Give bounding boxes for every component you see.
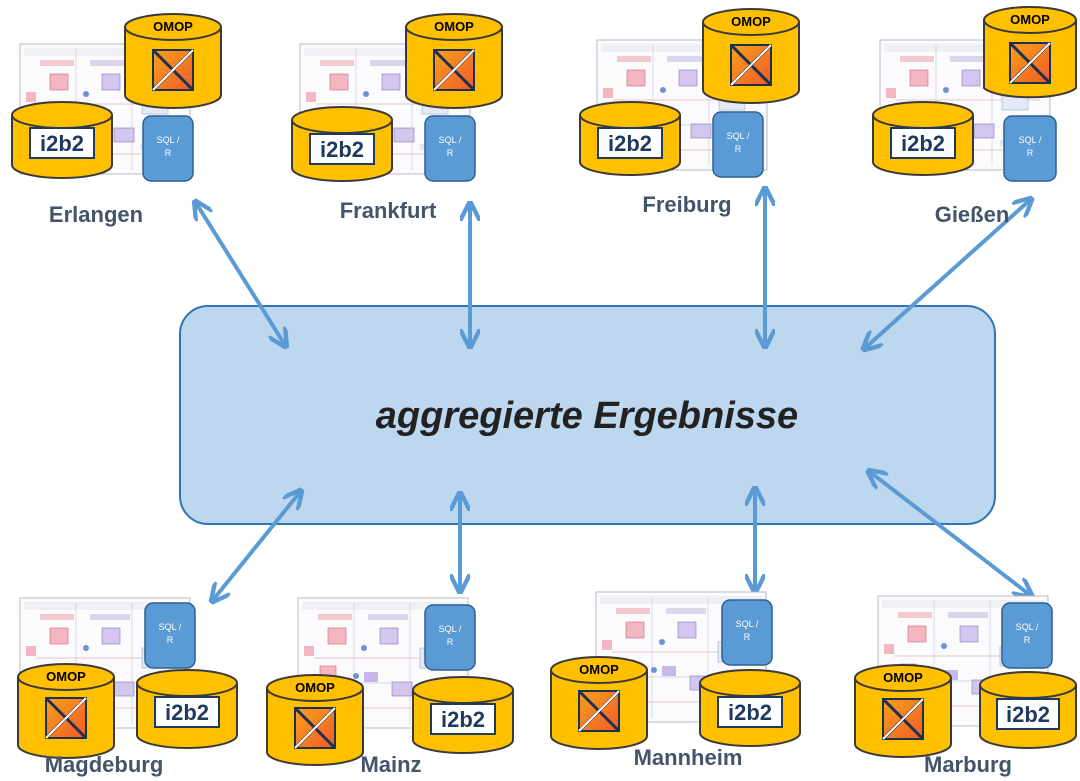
sql-label: SQL /	[157, 135, 180, 145]
r-label: R	[1024, 635, 1031, 645]
i2b2-label: i2b2	[441, 707, 485, 732]
sql-r-box: SQL / R	[1001, 602, 1053, 669]
site-freiburg: OMOP i2b2 SQL / R Freiburg	[579, 8, 800, 217]
omop-database: OMOP	[17, 663, 115, 759]
site-label-erlangen: Erlangen	[49, 202, 143, 227]
i2b2-database: i2b2	[11, 101, 113, 179]
i2b2-database: i2b2	[872, 101, 974, 176]
omop-logo-icon	[577, 689, 621, 733]
omop-label: OMOP	[731, 14, 771, 29]
omop-label: OMOP	[1010, 12, 1050, 27]
i2b2-database: i2b2	[136, 669, 238, 749]
omop-label: OMOP	[295, 680, 335, 695]
sql-label: SQL /	[1016, 622, 1039, 632]
aggregated-results-box	[179, 305, 996, 525]
i2b2-database: i2b2	[699, 669, 801, 747]
omop-logo-icon	[729, 43, 773, 87]
arrow-erlangen	[196, 203, 285, 345]
site-label-giessen: Gießen	[935, 202, 1010, 227]
i2b2-database: i2b2	[979, 671, 1077, 749]
r-label: R	[744, 632, 751, 642]
sql-label: SQL /	[736, 619, 759, 629]
site-giessen: OMOP i2b2 SQL / R Gießen	[872, 6, 1077, 227]
site-label-magdeburg: Magdeburg	[45, 752, 164, 777]
site-label-mainz: Mainz	[360, 752, 421, 777]
omop-logo-icon	[293, 706, 337, 750]
sql-label: SQL /	[159, 622, 182, 632]
sql-r-box: SQL / R	[712, 111, 764, 178]
site-marburg: SQL / R OMOP i2b2 Marburg	[854, 595, 1077, 777]
r-label: R	[735, 144, 742, 154]
sql-r-box: SQL / R	[424, 604, 476, 671]
omop-logo-icon	[44, 696, 88, 740]
site-label-marburg: Marburg	[924, 752, 1012, 777]
omop-label: OMOP	[579, 662, 619, 677]
sql-label: SQL /	[1019, 135, 1042, 145]
site-label-mannheim: Mannheim	[634, 745, 743, 770]
i2b2-database: i2b2	[291, 106, 393, 182]
r-label: R	[447, 637, 454, 647]
omop-database: OMOP	[405, 13, 503, 109]
sql-r-box: SQL / R	[1003, 115, 1057, 182]
sql-r-box: SQL / R	[142, 115, 194, 182]
sql-label: SQL /	[439, 135, 462, 145]
i2b2-label: i2b2	[1006, 702, 1050, 727]
r-label: R	[1027, 148, 1034, 158]
omop-label: OMOP	[883, 670, 923, 685]
i2b2-label: i2b2	[320, 137, 364, 162]
i2b2-label: i2b2	[165, 700, 209, 725]
i2b2-label: i2b2	[40, 131, 84, 156]
i2b2-label: i2b2	[901, 131, 945, 156]
i2b2-database: i2b2	[412, 676, 514, 754]
r-label: R	[447, 148, 454, 158]
omop-database: OMOP	[854, 664, 952, 758]
omop-database: OMOP	[550, 656, 648, 750]
sql-r-box: SQL / R	[721, 599, 773, 666]
site-label-freiburg: Freiburg	[642, 192, 731, 217]
site-magdeburg: SQL / R OMOP i2b2 Magdeburg	[17, 597, 238, 777]
site-frankfurt: OMOP i2b2 SQL / R Frankfurt	[291, 13, 503, 223]
i2b2-label: i2b2	[608, 131, 652, 156]
arrow-magdeburg	[213, 492, 300, 600]
sql-r-box: SQL / R	[144, 602, 196, 669]
aggregated-results-label: aggregierte Ergebnisse	[376, 395, 798, 437]
site-erlangen: OMOP i2b2 SQL / R Erlangen	[11, 13, 222, 227]
arrow-giessen	[865, 200, 1030, 348]
omop-logo-icon	[1008, 41, 1052, 85]
r-label: R	[167, 635, 174, 645]
omop-logo-icon	[432, 48, 476, 92]
omop-database: OMOP	[983, 6, 1077, 99]
sql-r-box: SQL / R	[424, 115, 476, 182]
omop-database: OMOP	[266, 674, 364, 766]
sql-label: SQL /	[727, 131, 750, 141]
site-mainz: SQL / R OMOP i2b2 Mainz	[266, 597, 514, 777]
omop-logo-icon	[151, 48, 195, 92]
site-label-frankfurt: Frankfurt	[340, 198, 437, 223]
omop-database: OMOP	[124, 13, 222, 109]
r-label: R	[165, 148, 172, 158]
omop-database: OMOP	[702, 8, 800, 104]
i2b2-database: i2b2	[579, 101, 681, 176]
omop-label: OMOP	[434, 19, 474, 34]
site-mannheim: SQL / R OMOP i2b2 Mannheim	[550, 591, 801, 770]
omop-label: OMOP	[153, 19, 193, 34]
omop-label: OMOP	[46, 669, 86, 684]
sql-label: SQL /	[439, 624, 462, 634]
omop-logo-icon	[881, 697, 925, 741]
arrow-marburg	[870, 472, 1030, 595]
i2b2-label: i2b2	[728, 700, 772, 725]
